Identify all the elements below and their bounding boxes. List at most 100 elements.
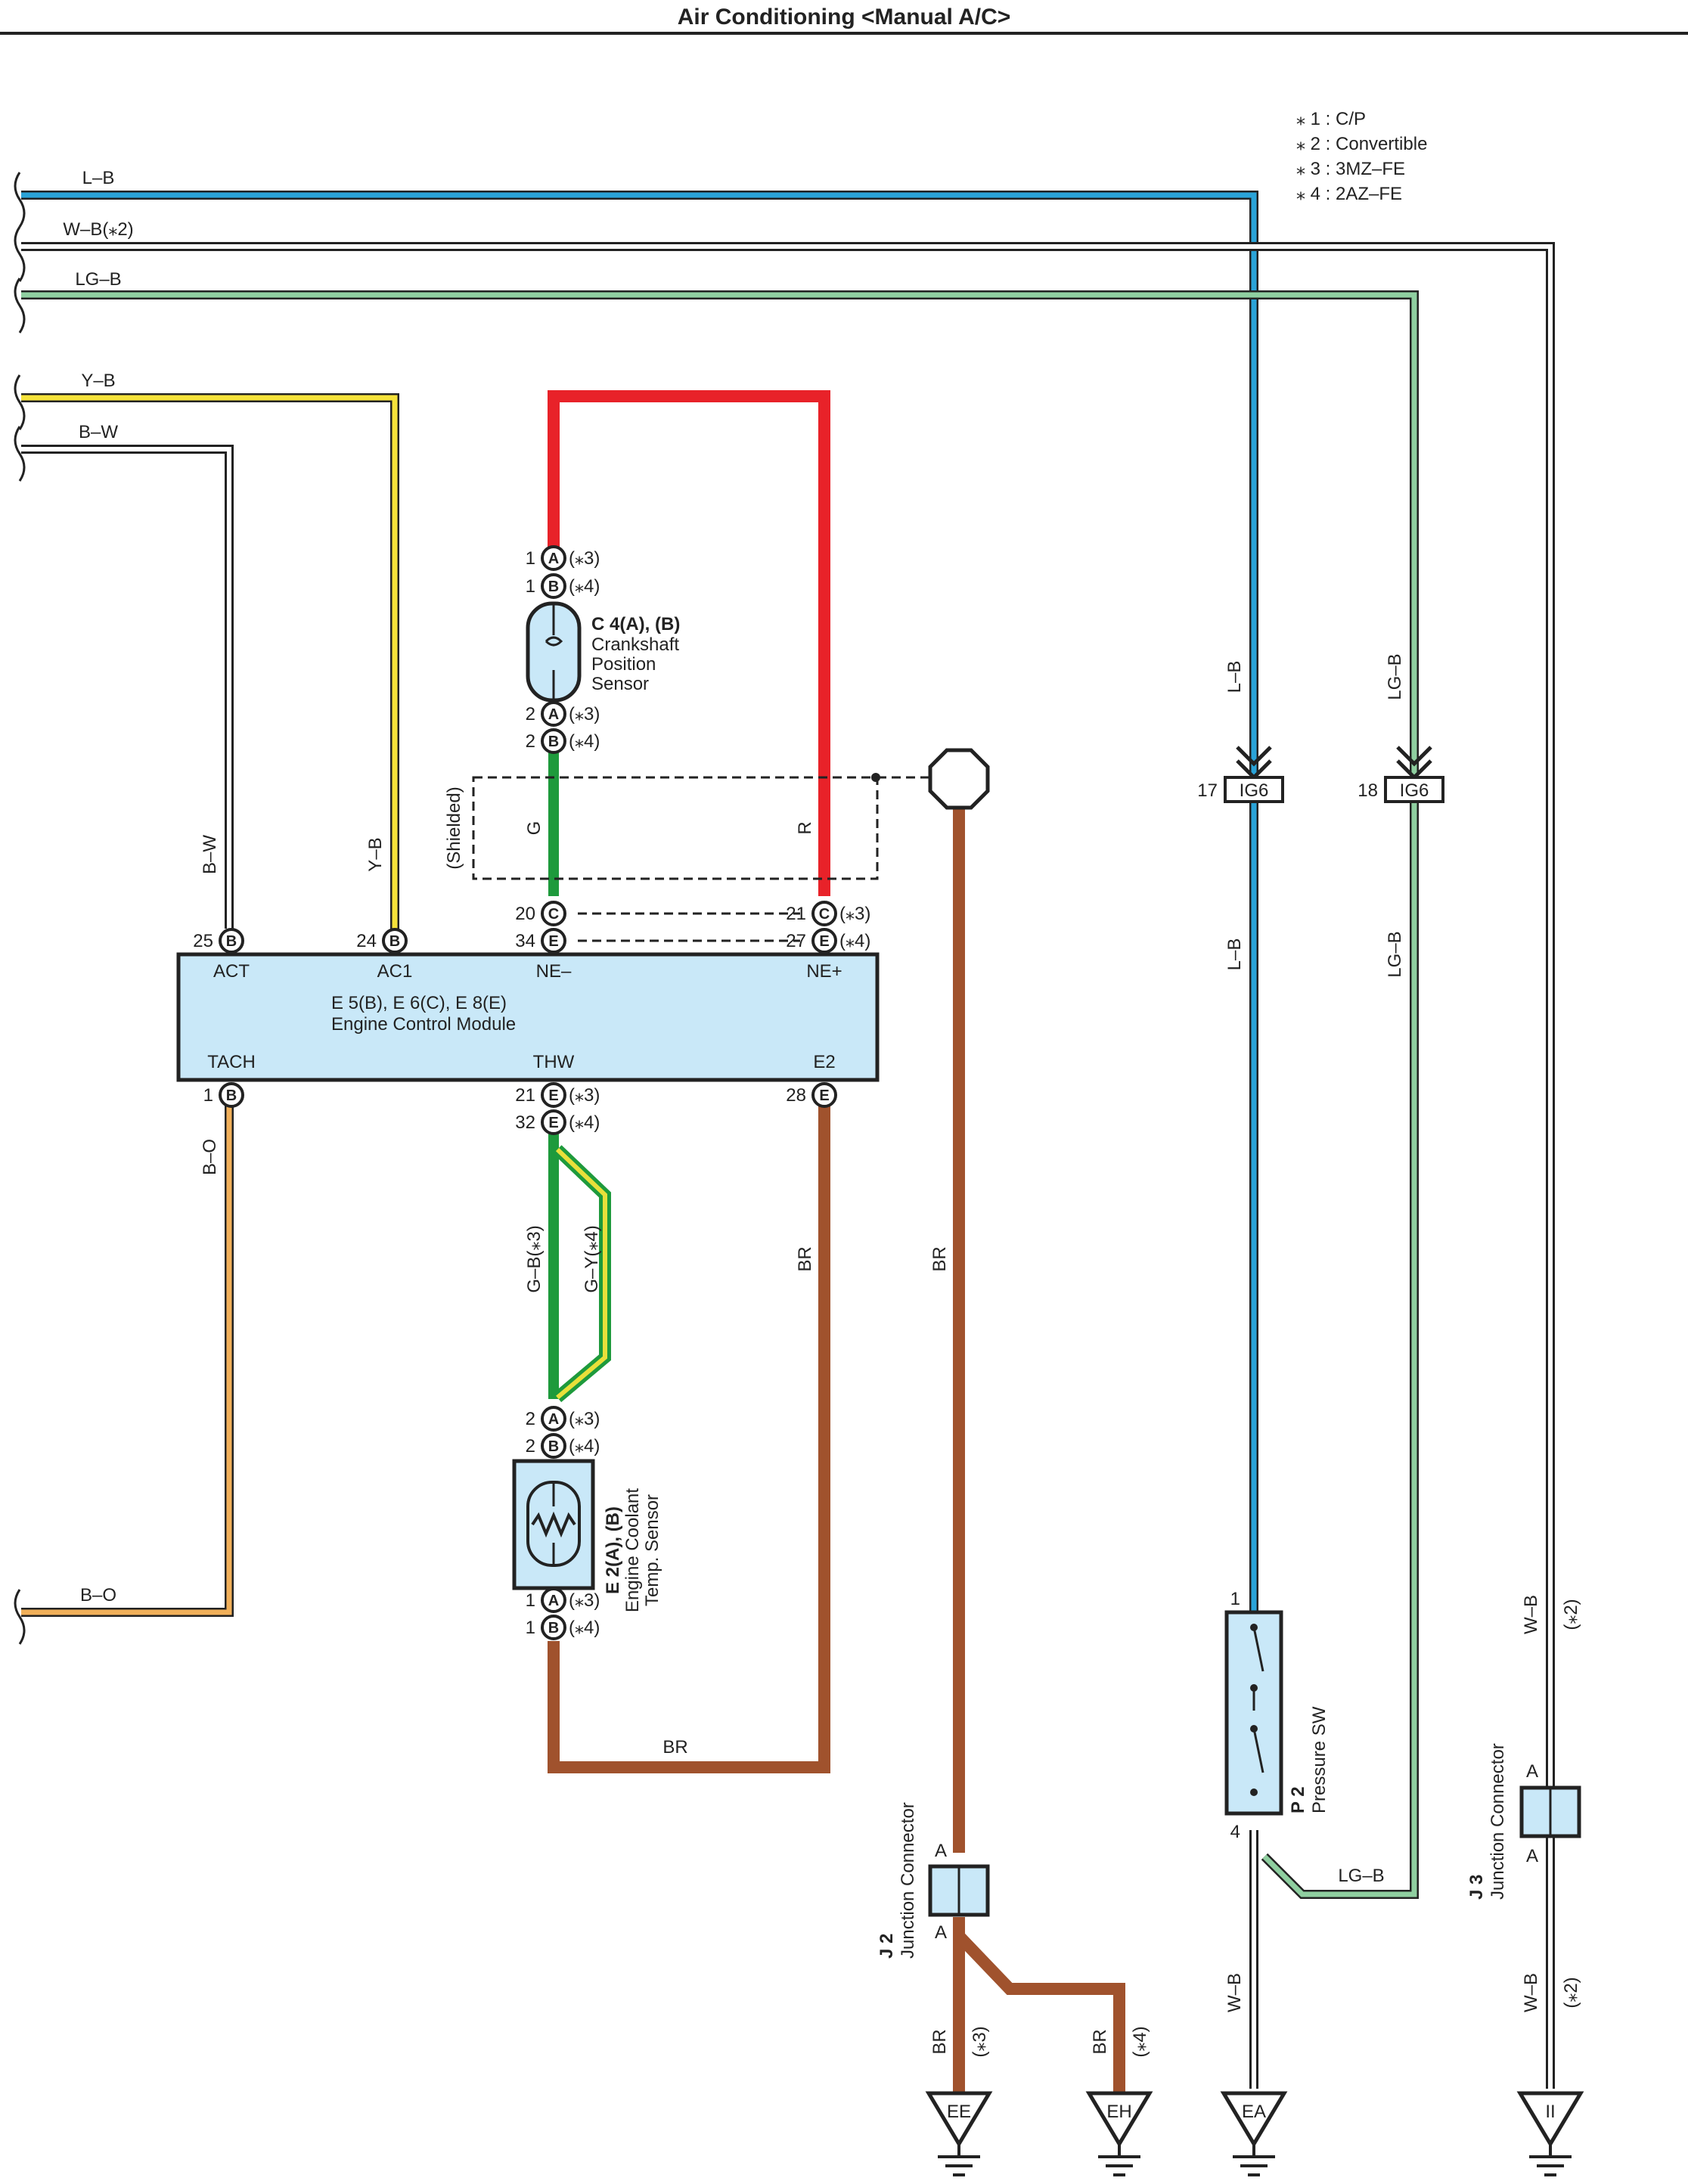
pin-number: 1 bbox=[526, 548, 535, 569]
wire-break-marks bbox=[14, 172, 26, 1645]
label-r: R bbox=[795, 821, 815, 834]
label-lg-b-vertical: LG–B bbox=[1385, 653, 1405, 700]
j2-pin-a-bottom: A bbox=[935, 1922, 947, 1943]
label-g-y-4: G–Y(⁎4) bbox=[582, 1225, 602, 1292]
pin-letter: B bbox=[226, 933, 237, 950]
ig6-pin: 18 bbox=[1358, 780, 1378, 801]
wire-r bbox=[548, 390, 830, 896]
ne-link-dashes bbox=[578, 912, 800, 942]
wire-br-e2 bbox=[548, 1104, 830, 1773]
pin-letter: B bbox=[389, 933, 400, 950]
pin-number: 27 bbox=[786, 931, 806, 951]
ecm-e2-label: E2 bbox=[813, 1052, 835, 1072]
j2-code: J 2 bbox=[877, 1934, 897, 1959]
pin-letter: A bbox=[548, 551, 559, 567]
j3-code: J 3 bbox=[1466, 1875, 1487, 1900]
break-mark bbox=[14, 172, 26, 228]
label-note-2: (⁎2) bbox=[1561, 1977, 1581, 2008]
label-y-b: Y–B bbox=[81, 371, 115, 391]
pin-number: 24 bbox=[356, 931, 377, 951]
shield-dot bbox=[871, 773, 880, 782]
label-lg-b: LG–B bbox=[75, 269, 121, 290]
pin-note: (⁎3) bbox=[839, 904, 870, 924]
pin-letter: A bbox=[548, 1411, 559, 1428]
ground-label: EH bbox=[1106, 2102, 1131, 2122]
pin-number: 2 bbox=[526, 1409, 535, 1429]
pin-number: 1 bbox=[526, 1618, 535, 1638]
resistor-icon bbox=[531, 1511, 576, 1538]
label-w-b-vertical: W–B bbox=[1521, 1595, 1541, 1634]
label-lg-b-vertical: LG–B bbox=[1385, 931, 1405, 977]
j2-pin-a-top: A bbox=[935, 1841, 947, 1861]
pin-letter: B bbox=[548, 579, 559, 595]
label-br: BR bbox=[929, 1246, 950, 1271]
label-w-b-vertical: W–B bbox=[1521, 1973, 1541, 2012]
label-note-3: (⁎3) bbox=[970, 2026, 990, 2057]
label-l-b-vertical: L–B bbox=[1224, 938, 1245, 971]
shield bbox=[472, 776, 932, 880]
label-y-b-vertical: Y–B bbox=[365, 837, 386, 871]
legend-item: ⁎ 4 : 2AZ–FE bbox=[1296, 184, 1402, 204]
ground-ea: EA bbox=[1220, 2091, 1288, 2176]
legend: ⁎ 1 : C/P ⁎ 2 : Convertible ⁎ 3 : 3MZ–FE… bbox=[1296, 109, 1427, 204]
label-w-b-vertical: W–B bbox=[1224, 1973, 1245, 2012]
label-br: BR bbox=[929, 2029, 950, 2054]
pin-note: (⁎4) bbox=[569, 1618, 600, 1638]
ground-icon bbox=[1529, 2144, 1572, 2176]
pin-number: 2 bbox=[526, 731, 535, 752]
ecm-ac1-label: AC1 bbox=[377, 961, 413, 982]
legend-item: ⁎ 2 : Convertible bbox=[1296, 134, 1427, 154]
pin-number: 32 bbox=[515, 1112, 535, 1133]
pressure-sw-pin-4: 4 bbox=[1230, 1822, 1240, 1842]
ground-eh: EH bbox=[1085, 2091, 1153, 2176]
engine-control-module: ACT AC1 NE– NE+ E 5(B), E 6(C), E 8(E) E… bbox=[176, 952, 880, 1082]
crank-name-1: Crankshaft bbox=[591, 634, 679, 655]
pin-note: (⁎3) bbox=[569, 1409, 600, 1429]
label-g: G bbox=[524, 821, 545, 836]
pin-note: (⁎3) bbox=[569, 1590, 600, 1611]
label-b-o: B–O bbox=[80, 1585, 116, 1605]
pressure-sw-code: P 2 bbox=[1288, 1786, 1308, 1813]
label-note-2: (⁎2) bbox=[1561, 1599, 1581, 1630]
pin-number: 20 bbox=[515, 904, 535, 924]
ground-label: II bbox=[1545, 2102, 1555, 2122]
j2-name: Junction Connector bbox=[898, 1802, 918, 1959]
break-mark bbox=[14, 278, 26, 333]
wire-l-b bbox=[21, 191, 1258, 1611]
pin-letter: B bbox=[548, 734, 559, 750]
ig6-pin: 17 bbox=[1197, 780, 1218, 801]
j3-name: Junction Connector bbox=[1488, 1743, 1508, 1900]
j3-pin-a-bottom: A bbox=[1526, 1846, 1538, 1866]
break-mark bbox=[14, 226, 26, 282]
pin-number: 21 bbox=[786, 904, 806, 924]
label-l-b-vertical: L–B bbox=[1224, 661, 1245, 693]
pin-letter: E bbox=[819, 1087, 829, 1104]
connector-ig6-17: IG6 17 bbox=[1197, 746, 1284, 803]
pin-number: 1 bbox=[526, 576, 535, 597]
pin-number: 28 bbox=[786, 1085, 806, 1106]
junction-connector-j3: A A J 3 Junction Connector bbox=[1466, 1743, 1581, 1900]
coil-icon bbox=[545, 636, 563, 647]
ecm-tach-label: TACH bbox=[207, 1052, 256, 1072]
pin-note: (⁎4) bbox=[569, 1436, 600, 1457]
ecm-act-label: ACT bbox=[213, 961, 250, 982]
pin-note: (⁎4) bbox=[569, 1112, 600, 1133]
pressure-switch: 1 4 P 2 Pressure SW bbox=[1224, 1589, 1330, 1842]
crankshaft-position-sensor: C 4(A), (B) Crankshaft Position Sensor A… bbox=[526, 545, 680, 754]
label-g-b-3: G–B(⁎3) bbox=[524, 1225, 545, 1292]
coolant-name-2: Temp. Sensor bbox=[642, 1494, 662, 1606]
label-b-w: B–W bbox=[79, 422, 118, 442]
pin-letter: C bbox=[548, 906, 559, 923]
coolant-code: E 2(A), (B) bbox=[603, 1506, 623, 1594]
wire-y-b bbox=[21, 393, 399, 929]
label-b-w-vertical: B–W bbox=[200, 835, 220, 874]
ground-ee: EE bbox=[925, 2091, 993, 2176]
pin-number: 2 bbox=[526, 1436, 535, 1457]
pin-note: (⁎4) bbox=[839, 931, 870, 951]
ground-icon bbox=[1098, 2144, 1140, 2176]
pressure-sw-pin-1: 1 bbox=[1230, 1589, 1240, 1609]
label-l-b: L–B bbox=[82, 168, 115, 188]
legend-item: ⁎ 1 : C/P bbox=[1296, 109, 1366, 129]
break-mark bbox=[14, 426, 26, 482]
break-mark bbox=[14, 374, 26, 430]
